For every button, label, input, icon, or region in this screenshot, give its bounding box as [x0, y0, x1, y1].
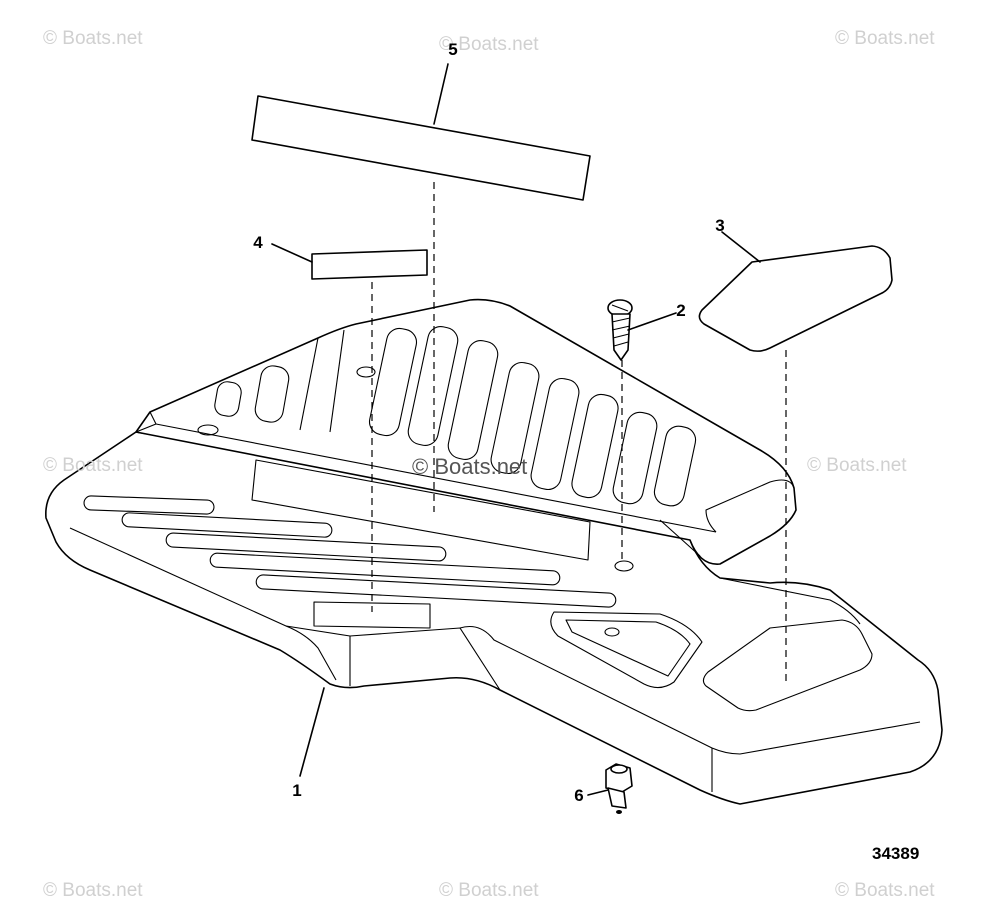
callout-1: 1 [292, 781, 302, 800]
part-6-standoff [605, 763, 633, 814]
part-2-screw [607, 299, 633, 361]
part-1-main-panel [45, 298, 943, 805]
callout-3: 3 [715, 216, 725, 235]
part-4-label [311, 249, 428, 280]
callout-5: 5 [448, 40, 458, 59]
part-3-pad [698, 245, 893, 352]
callout-2: 2 [676, 301, 686, 320]
assembly-lines [371, 182, 787, 682]
callout-4: 4 [253, 233, 263, 252]
figure-number: 34389 [872, 844, 920, 863]
grille-slots [214, 326, 697, 507]
part-5-decal [251, 95, 591, 201]
callout-6: 6 [574, 786, 584, 805]
leader-lines [271, 63, 761, 796]
lower-slots [83, 495, 617, 608]
